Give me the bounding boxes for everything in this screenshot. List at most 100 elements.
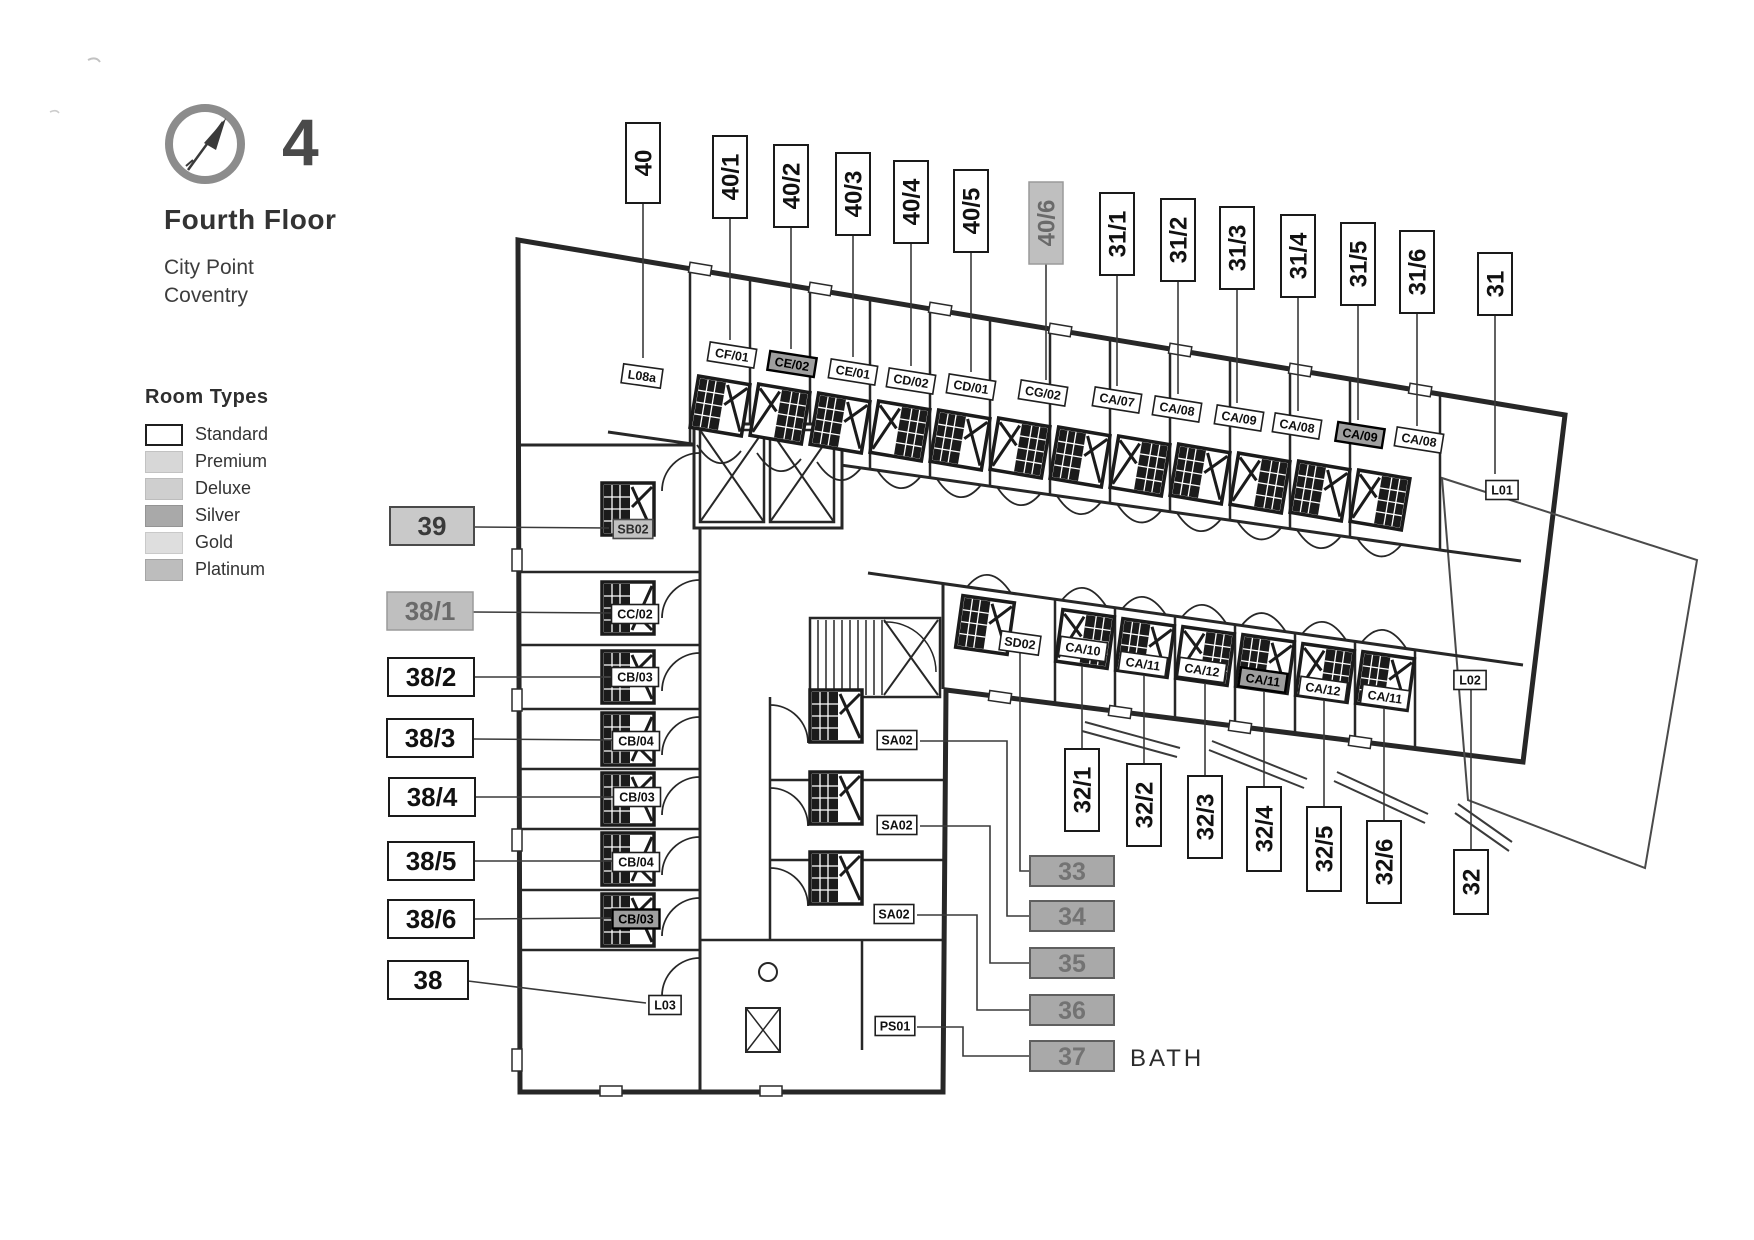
room-code-label-text: CC/02 [617, 607, 652, 621]
legend-swatch-gold [145, 531, 183, 554]
unit-label: 39 [389, 506, 475, 546]
unit-label-text: 32/1 [1069, 767, 1096, 814]
legend-item-deluxe: Deluxe [145, 475, 365, 502]
unit-label-text: 40/6 [1033, 200, 1060, 247]
room-number-label-text: 37 [1058, 1043, 1086, 1071]
elevator-core [692, 422, 844, 530]
window-bumps [511, 261, 1433, 1097]
room-code-label: CA/08 [1151, 395, 1203, 423]
legend-swatch-deluxe [145, 477, 183, 500]
unit-label: 38/4 [388, 777, 476, 817]
room-code-label: CB/03 [611, 908, 661, 930]
artifact [49, 109, 60, 114]
leader-line [917, 914, 1030, 1011]
legend-swatch-premium [145, 450, 183, 473]
leader-line [1019, 652, 1030, 872]
floor-number: 4 [282, 105, 321, 179]
unit-label: 38/6 [387, 899, 475, 939]
unit-label: 40/1 [712, 135, 748, 219]
room-code-label: SA02 [873, 903, 915, 925]
unit-label-text: 38/3 [405, 723, 456, 753]
room-code-label: CA/09 [1333, 420, 1387, 450]
room-code-label: PS01 [874, 1015, 916, 1037]
room-code-label-text: CA/07 [1098, 391, 1135, 410]
unit-label: 38/3 [386, 718, 474, 758]
unit-label-text: 32/2 [1131, 782, 1158, 829]
unit-label: 31/4 [1280, 214, 1316, 298]
unit-label-text: 31/4 [1285, 232, 1312, 279]
room-code-label-text: SB02 [617, 522, 648, 536]
legend-label: Deluxe [195, 478, 252, 498]
room-code-label: CA/10 [1057, 635, 1109, 663]
room-code-label-text: CB/03 [618, 912, 653, 926]
door-arcs [661, 444, 1407, 997]
room-code-label-text: CA/09 [1220, 409, 1257, 428]
room-code-label: CE/02 [765, 349, 819, 379]
room-code-label: SB02 [612, 518, 654, 540]
room-code-label: CB/03 [612, 786, 662, 808]
unit-label-text: 32 [1458, 869, 1485, 896]
unit-label: 31/2 [1160, 198, 1196, 282]
room-code-label: CG/02 [1017, 379, 1069, 407]
unit-label-text: 40/3 [840, 171, 867, 218]
room-code-label: CB/03 [610, 666, 660, 688]
unit-label-text: 40/5 [958, 188, 985, 235]
room-code-label-text: L02 [1459, 673, 1481, 687]
unit-label-text: 38 [414, 965, 443, 995]
unit-label: 38/5 [387, 841, 475, 881]
room-code-label: CF/01 [706, 341, 758, 369]
legend-item-standard: Standard [145, 421, 365, 448]
room-number-label: 34 [1029, 900, 1115, 932]
room-code-label-text: CG/02 [1024, 384, 1062, 403]
legend-label: Silver [195, 505, 241, 525]
room-code-label-text: CA/12 [1183, 661, 1220, 680]
room-number-label: 37 [1029, 1040, 1115, 1072]
unit-label: 38/1 [386, 591, 474, 631]
room-code-label: CA/11 [1117, 650, 1169, 678]
room-code-label-text: CE/01 [835, 363, 872, 382]
leader-line [472, 738, 613, 741]
room-code-label-text: CB/03 [617, 670, 652, 684]
unit-label-text: 32/6 [1371, 839, 1398, 886]
leader-line [473, 917, 613, 920]
unit-label: 32/6 [1366, 820, 1402, 904]
compass-icon [165, 104, 245, 184]
room-code-label: CE/01 [827, 358, 879, 386]
room-code-label-text: L03 [654, 998, 676, 1012]
room-code-label: CD/01 [945, 373, 997, 401]
unit-label-text: 31/5 [1345, 241, 1372, 288]
unit-label: 31/5 [1340, 222, 1376, 306]
room-number-label: 33 [1029, 855, 1115, 887]
unit-label-text: 38/5 [406, 846, 457, 876]
room-code-label-text: CB/04 [618, 855, 653, 869]
room-code-label-text: CA/08 [1158, 400, 1195, 419]
unit-label: 38 [387, 960, 469, 1000]
unit-label-text: 39 [418, 511, 447, 541]
room-code-label-text: CF/01 [714, 346, 750, 365]
room-code-label: CA/12 [1176, 656, 1228, 684]
room-number-label-text: 34 [1058, 903, 1086, 931]
unit-label-text: 38/1 [405, 596, 456, 626]
room-number-label-text: 33 [1058, 858, 1086, 886]
room-code-label: CC/02 [610, 603, 660, 625]
unit-label: 31/1 [1099, 192, 1135, 276]
leader-line [920, 740, 1030, 917]
artifact [87, 57, 101, 63]
legend-swatch-silver [145, 504, 183, 527]
unit-label: 40/2 [773, 144, 809, 228]
room-code-label-text: CB/04 [618, 734, 653, 748]
legend-label: Standard [195, 424, 269, 444]
room-code-label-text: SA02 [878, 907, 909, 921]
unit-label: 32/4 [1246, 786, 1282, 872]
room-code-label-text: CB/03 [619, 790, 654, 804]
room-code-label: CA/11 [1359, 683, 1411, 711]
room-code-label: SD02 [998, 629, 1042, 657]
room-code-label-text: CA/11 [1367, 688, 1403, 707]
room-code-label-text: L08a [627, 367, 658, 385]
room-code-label: CD/02 [885, 367, 937, 395]
unit-label: 31/3 [1219, 206, 1255, 290]
room-code-label-text: SD02 [1003, 634, 1036, 652]
room-code-label-text: CE/02 [774, 355, 811, 374]
legend-item-silver: Silver [145, 502, 365, 529]
